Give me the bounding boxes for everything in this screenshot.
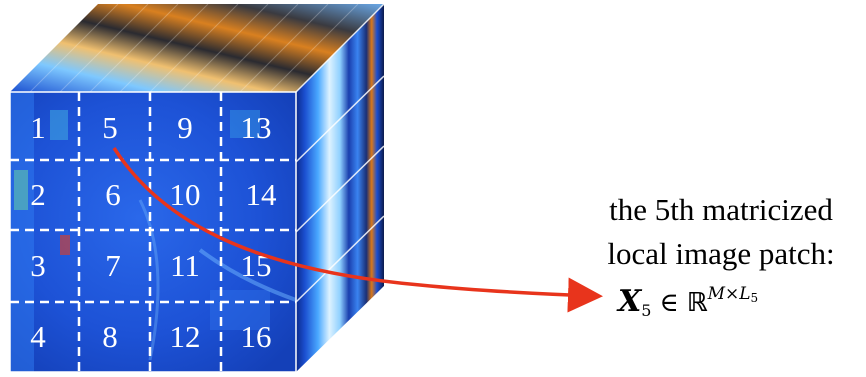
side-face-gridlines: [295, 3, 385, 303]
patch-label: 3: [30, 248, 46, 283]
dimension-subscript: 5: [750, 291, 759, 305]
patch-label: 6: [105, 177, 121, 212]
patch-label: 9: [177, 110, 193, 145]
patch-labels: 1 5 9 13 2 6 10 14 3 7 11 15 4 8 12 16: [30, 110, 277, 354]
patch-formula: X5∈ℝM×L5: [618, 284, 758, 320]
real-space-symbol: ℝ: [686, 288, 708, 318]
matrix-symbol: X: [618, 284, 642, 319]
patch-label: 13: [241, 110, 272, 145]
patch-label: 12: [170, 319, 201, 354]
front-face-texture: [10, 92, 297, 372]
patch-label: 4: [30, 319, 46, 354]
patch-caption: the 5th matricized local image patch:: [578, 188, 864, 276]
patch-label: 5: [102, 110, 118, 145]
cube-top-face: [10, 4, 384, 92]
patch-label: 11: [170, 248, 200, 283]
matrix-subscript: 5: [641, 301, 652, 320]
patch-label: 1: [30, 110, 46, 145]
patch-label: 2: [30, 177, 46, 212]
top-face-streaks: [29, 3, 359, 93]
dimension-superscript: M×L5: [707, 284, 759, 305]
dimension-base: M×L: [707, 284, 751, 304]
patch-label: 14: [246, 177, 278, 212]
patch-arrow: [112, 147, 603, 313]
caption-line-2: local image patch:: [607, 236, 835, 271]
patch-label: 16: [241, 319, 272, 354]
front-face-border: [9, 91, 297, 373]
element-of-symbol: ∈: [659, 288, 679, 318]
patch-grid: [10, 92, 296, 372]
caption-line-1: the 5th matricized: [609, 192, 833, 227]
patch-label: 10: [170, 177, 201, 212]
patch-label: 8: [102, 319, 118, 354]
patch-label: 7: [105, 248, 121, 283]
